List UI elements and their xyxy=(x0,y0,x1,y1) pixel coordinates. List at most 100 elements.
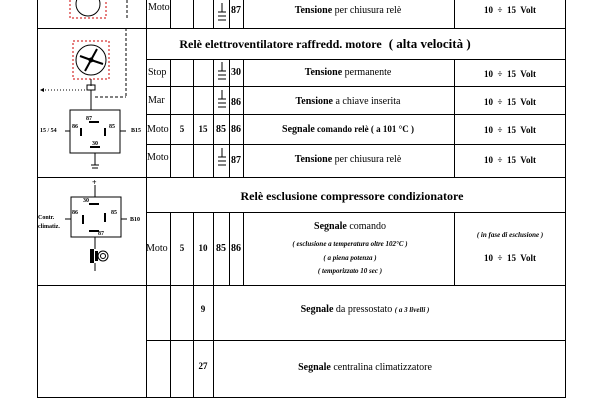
row-description: Segnale comando relè ( a 101 °C ) xyxy=(282,124,414,135)
row-pin: 86 xyxy=(231,243,241,254)
pin-label: 85 xyxy=(109,124,115,130)
pin-label: 30 xyxy=(83,198,89,204)
pin-label: 87 xyxy=(98,231,104,237)
row-col-b: 10 xyxy=(198,243,208,253)
col-line xyxy=(213,212,214,285)
row-pin: 85 xyxy=(216,243,226,254)
row-state: Stop xyxy=(148,67,167,78)
row-value: 10 ÷ 15 Volt xyxy=(484,125,536,135)
pin-label: 87 xyxy=(86,116,92,122)
row-col-a: 5 xyxy=(179,124,185,134)
col-line xyxy=(170,0,171,28)
col-line xyxy=(243,212,244,285)
col-line xyxy=(170,285,171,397)
desc-rest: comando relè ( a 101 °C ) xyxy=(314,124,414,134)
desc-rest: comando xyxy=(346,221,386,232)
row-description: Segnale comando xyxy=(314,221,386,232)
row-description: Tensione permanente xyxy=(305,67,392,78)
row-description: Tensione a chiave inserita xyxy=(296,96,401,107)
row-state: Moto xyxy=(147,124,169,135)
ground-icon xyxy=(218,90,226,108)
col-line xyxy=(193,212,194,285)
desc-rest: da pressostato xyxy=(333,304,395,315)
row-state: Moto xyxy=(148,2,170,13)
row-col-b: 9 xyxy=(200,304,206,314)
col-line xyxy=(213,285,214,397)
desc-rest: centralina climatizzatore xyxy=(330,362,432,373)
grid-hline-title2 xyxy=(146,212,566,213)
output-label: B15 xyxy=(131,128,142,134)
pin-label: 86 xyxy=(72,124,78,130)
ground-icon xyxy=(218,3,226,21)
row-description: Segnale da pressostato ( a 3 livelli ) xyxy=(301,304,430,315)
col-line xyxy=(243,0,244,28)
row-description: Tensione per chiusura relè xyxy=(295,5,402,16)
section-title-fan-high: Relè elettroventilatore raffredd. motore… xyxy=(179,36,470,52)
row-col-b: 27 xyxy=(198,361,208,371)
desc-rest: permanente xyxy=(342,67,392,78)
desc-bold: Segnale xyxy=(314,221,347,232)
row-subnote: ( a piena potenza ) xyxy=(323,254,377,262)
col-line xyxy=(170,212,171,285)
col-line xyxy=(193,59,194,177)
row-description: Tensione per chiusura relè xyxy=(295,154,402,165)
row-value: 10 ÷ 15 Volt xyxy=(484,5,536,15)
grid-hline-title1 xyxy=(146,59,566,60)
desc-bold: Tensione xyxy=(295,96,333,107)
desc-rest: per chiusura relè xyxy=(332,154,402,165)
row-col-a: 5 xyxy=(179,243,185,253)
col-line xyxy=(170,59,171,177)
output-label: B10 xyxy=(130,217,141,223)
grid-hline-bottom xyxy=(37,397,566,398)
desc-bold: Segnale xyxy=(300,304,334,315)
col-line xyxy=(229,59,230,177)
fan-icon xyxy=(69,0,107,19)
row-pin: 30 xyxy=(231,67,241,78)
row-pin: 87 xyxy=(231,155,241,166)
col-line xyxy=(454,0,455,28)
col-line xyxy=(213,59,214,177)
fan-icon xyxy=(72,40,110,80)
fan-relay-diagram xyxy=(40,0,128,169)
grid-hline-3 xyxy=(37,285,566,286)
desc-rest: per chiusura relè xyxy=(332,5,402,16)
row-pin: 85 xyxy=(216,124,226,135)
row-value: 10 ÷ 15 Volt xyxy=(484,69,536,79)
pin-label: 86 xyxy=(72,210,78,216)
col-line xyxy=(229,212,230,285)
grid-hline-r7 xyxy=(146,340,566,341)
col-line xyxy=(213,0,214,28)
col-line xyxy=(193,0,194,28)
input-label: Contr. climatiz. xyxy=(38,215,60,230)
row-description: Segnale centralina climatizzatore xyxy=(298,362,432,373)
grid-hline-r2 xyxy=(146,114,566,115)
desc-note: ( a 3 livelli ) xyxy=(394,306,430,314)
row-pin: 86 xyxy=(231,124,241,135)
row-state: Mar xyxy=(148,95,165,106)
col-line xyxy=(229,0,230,28)
grid-vline-diagram xyxy=(146,0,147,398)
row-value-note: ( in fase di esclusione ) xyxy=(476,231,544,239)
row-state: Moto xyxy=(146,243,168,254)
row-subnote: ( temporizzato 10 sec ) xyxy=(317,267,383,275)
section-title-speed: ( alta velocità ) xyxy=(388,36,471,51)
grid-hline-r3 xyxy=(146,144,566,145)
grid-vline-left xyxy=(37,0,38,398)
section-title-compressor: Relè esclusione compressore condizionato… xyxy=(240,189,464,203)
desc-bold: Tensione xyxy=(294,154,333,165)
feed-label: 15 / 54 xyxy=(40,128,57,134)
grid-hline-1 xyxy=(37,28,566,29)
pin-label: 30 xyxy=(92,141,98,147)
plus-label: + xyxy=(92,178,97,187)
pin-label: 85 xyxy=(111,210,117,216)
row-pin: 87 xyxy=(231,5,241,16)
desc-rest: a chiave inserita xyxy=(332,96,401,107)
col-line xyxy=(454,59,455,177)
col-line xyxy=(243,59,244,177)
row-subnote: ( esclusione a temperatura oltre 102°C ) xyxy=(292,240,408,248)
compressor-relay-diagram xyxy=(65,185,127,271)
row-value: 10 ÷ 15 Volt xyxy=(484,97,536,107)
grid-hline-2 xyxy=(37,177,566,178)
row-col-b: 15 xyxy=(198,124,208,134)
grid-hline-r1 xyxy=(146,86,566,87)
